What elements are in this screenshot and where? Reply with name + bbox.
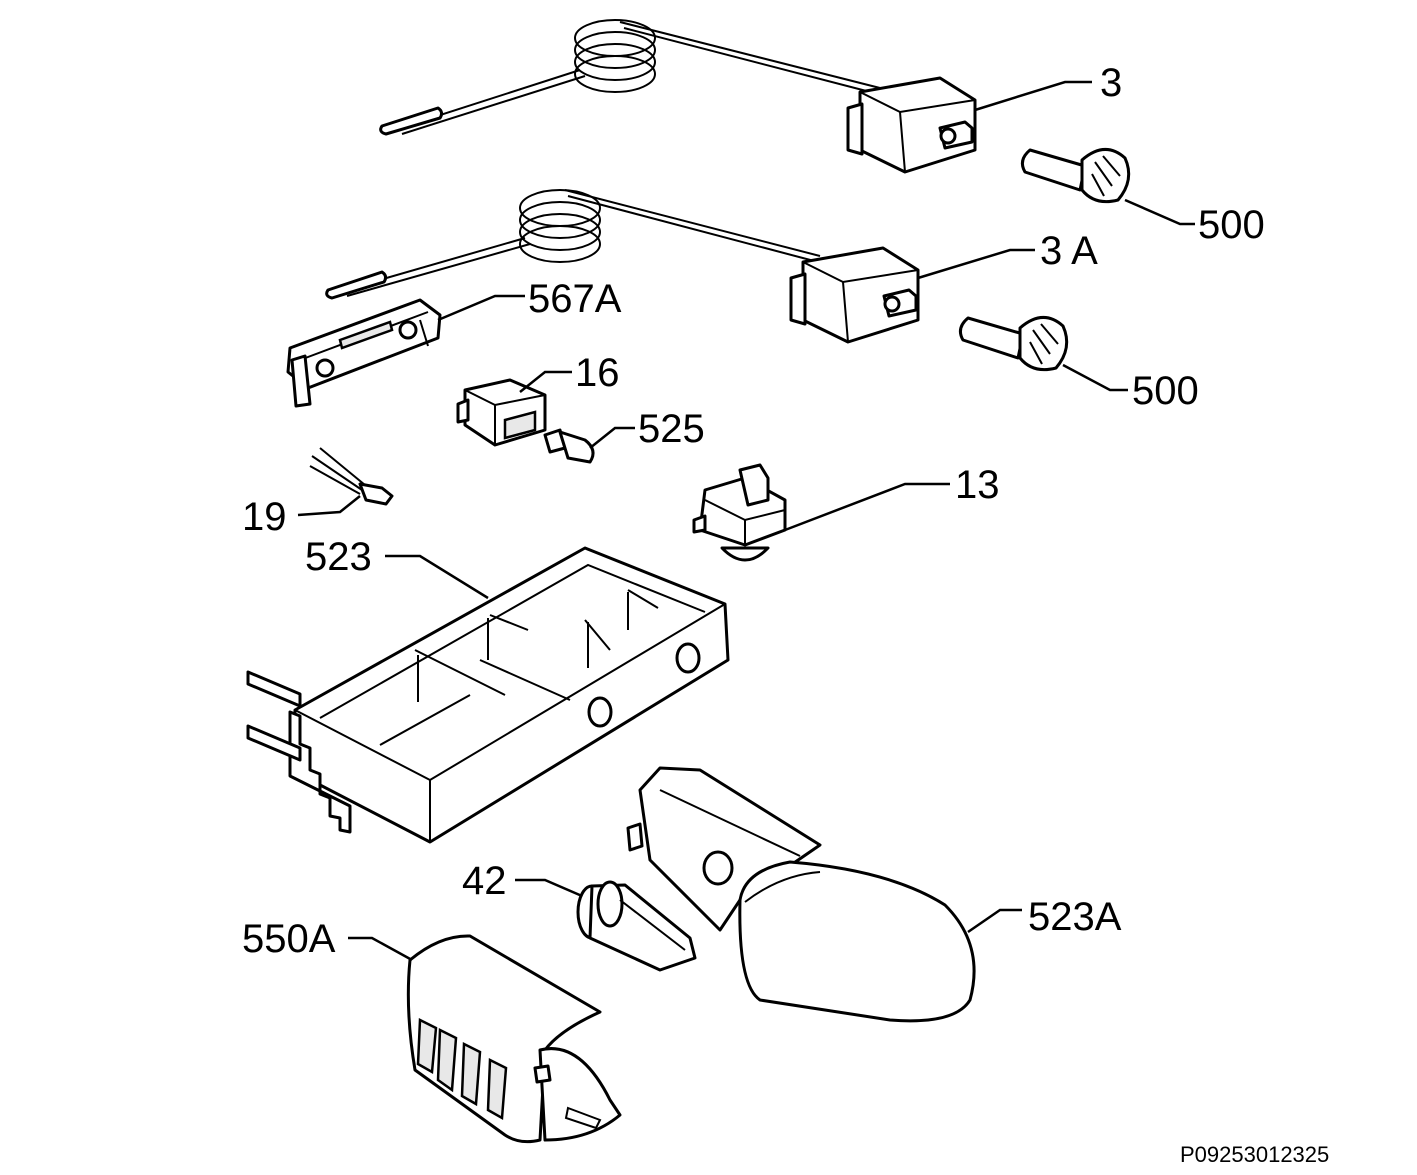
- knob-500-bottom: [958, 316, 1069, 372]
- wire-harness-19: [309, 447, 394, 506]
- callout-13: 13: [955, 463, 1000, 507]
- lamp-cover-523a: [626, 766, 976, 1023]
- cover-550a: [406, 934, 622, 1144]
- leader-lines: [297, 80, 1195, 962]
- thermostat-3a: [325, 189, 920, 344]
- callout-523a: 523A: [1028, 895, 1122, 939]
- callout-567a: 567A: [528, 277, 622, 321]
- callout-19: 19: [242, 495, 287, 539]
- callout-525: 525: [638, 407, 705, 451]
- housing-523: [246, 546, 730, 844]
- callout-550a: 550A: [242, 917, 336, 961]
- callout-500-top: 500: [1198, 203, 1265, 247]
- bracket-567a: [286, 298, 442, 408]
- knob-500-top: [1020, 148, 1131, 204]
- door-switch-13: [692, 463, 787, 562]
- callout-500-bottom: 500: [1132, 369, 1199, 413]
- bulb-525: [543, 428, 595, 464]
- switch-16: [456, 378, 547, 447]
- callout-3a: 3 A: [1040, 229, 1098, 273]
- callout-42: 42: [462, 859, 507, 903]
- lamp-holder-42: [576, 880, 697, 972]
- callout-16: 16: [575, 351, 620, 395]
- callout-3: 3: [1100, 61, 1122, 105]
- callout-523: 523: [305, 535, 372, 579]
- drawing-code: P09253012325: [1180, 1142, 1329, 1167]
- thermostat-3: [379, 19, 977, 174]
